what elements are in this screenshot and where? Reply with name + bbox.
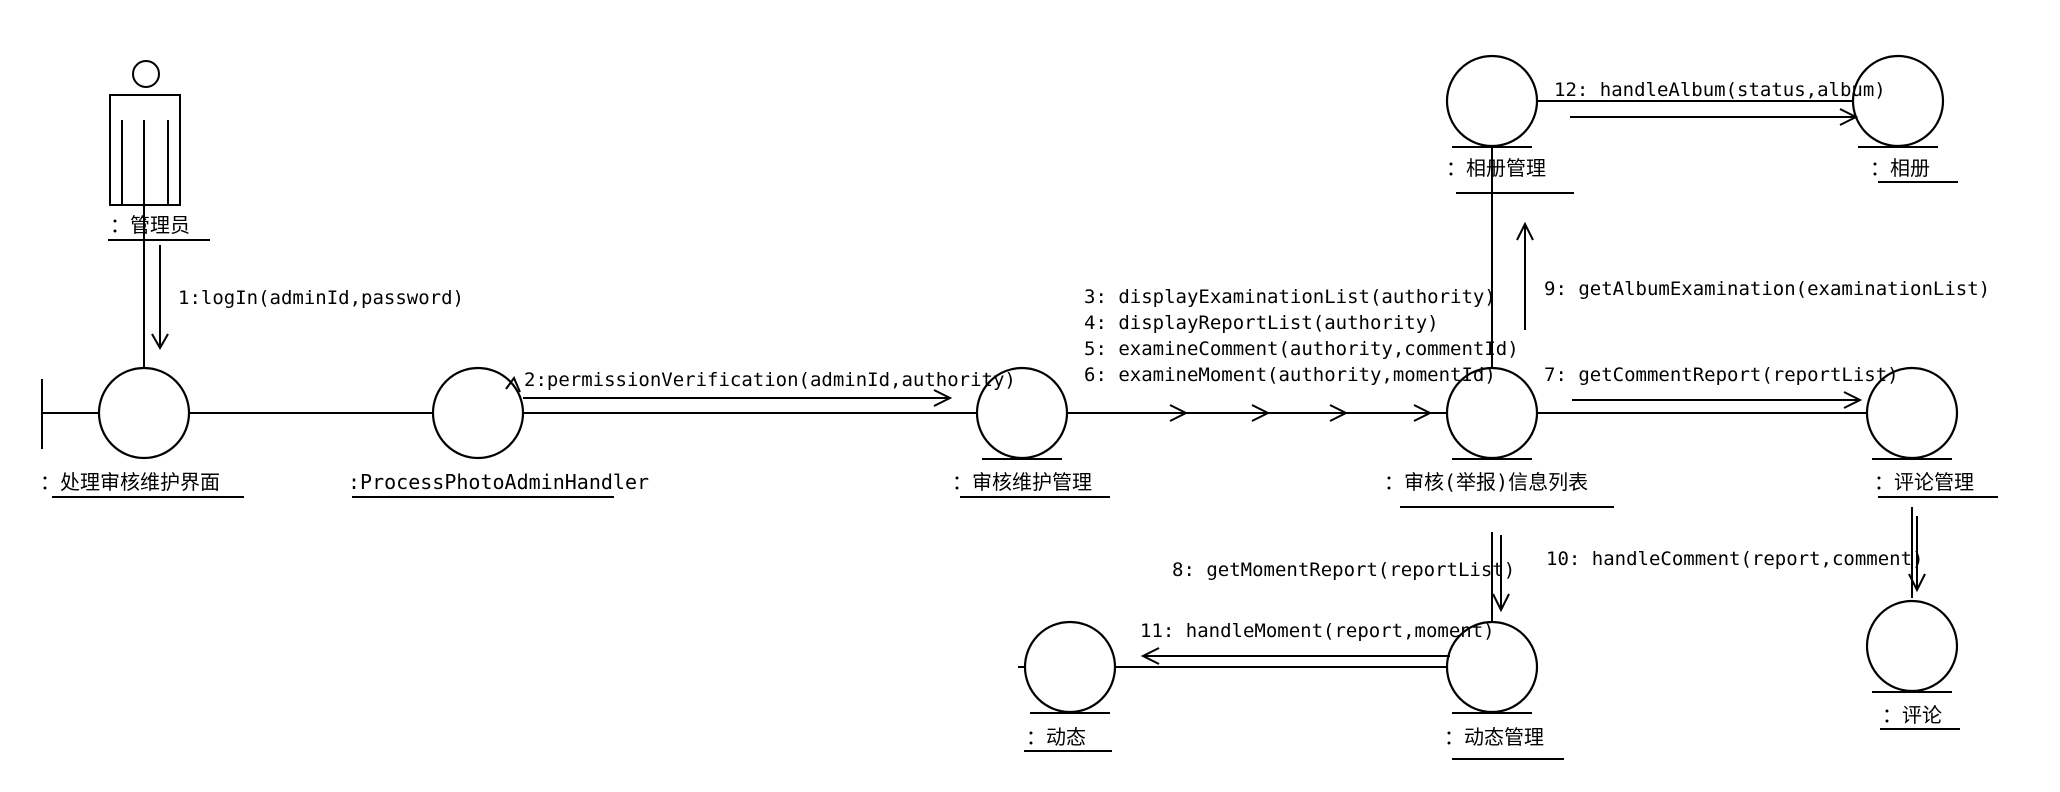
arrowhead-icon [933, 389, 953, 407]
message-arrowhead-5 [1329, 404, 1349, 422]
message-label-5: 5: examineComment(authority,commentId) [1084, 338, 1519, 360]
message-arrowhead-3 [1169, 404, 1189, 422]
album-label: ：相册 [1870, 156, 1930, 180]
message-label-11: 11: handleMoment(report,moment) [1140, 620, 1495, 642]
comment-label: ：评论 [1882, 703, 1942, 727]
message-label-10: 10: handleComment(report,comment) [1546, 548, 1924, 570]
message-label-6: 6: examineMoment(authority,momentId) [1084, 364, 1496, 386]
arrowhead-icon [1839, 108, 1859, 126]
object-audit-mgmt[interactable]: ：审核维护管理 [952, 366, 1110, 498]
control-arrow-icon [505, 375, 521, 393]
handler-label: :ProcessPhotoAdminHandler [348, 470, 649, 494]
album-mgmt-circle-icon [1445, 54, 1539, 148]
album-circle-icon [1851, 54, 1945, 148]
arrowhead-icon [1516, 221, 1534, 241]
arrowhead-icon [1492, 593, 1510, 613]
object-comment[interactable]: ：评论 [1865, 599, 1960, 730]
moment-circle-icon [1023, 620, 1117, 714]
actor-head-icon [132, 60, 160, 88]
message-arrowhead-6 [1413, 404, 1433, 422]
arrowhead-icon [1908, 573, 1926, 593]
message-label-9: 9: getAlbumExamination(examinationList) [1544, 278, 1990, 300]
object-comment-mgmt[interactable]: ：评论管理 [1865, 366, 1998, 498]
object-handler[interactable]: :ProcessPhotoAdminHandler [348, 366, 649, 498]
comment-mgmt-label: ：评论管理 [1874, 470, 1974, 494]
message-label-2: 2:permissionVerification(adminId,authori… [524, 369, 1016, 391]
message-label-4: 4: displayReportList(authority) [1084, 312, 1439, 334]
message-label-12: 12: handleAlbum(status,album) [1554, 79, 1886, 101]
object-album-mgmt[interactable]: ：相册管理 [1445, 54, 1574, 194]
boundary-circle-icon [97, 366, 191, 460]
object-moment[interactable]: ：动态 [1023, 620, 1117, 752]
audit-mgmt-label: ：审核维护管理 [952, 470, 1092, 494]
object-info-list[interactable]: ：审核(举报)信息列表 [1384, 366, 1614, 508]
arrowhead-icon [1843, 391, 1863, 409]
boundary-label: ：处理审核维护界面 [40, 470, 220, 494]
info-list-label: ：审核(举报)信息列表 [1384, 470, 1588, 494]
actor-label: ：管理员 [110, 213, 190, 237]
arrowhead-icon [1140, 647, 1160, 665]
comment-circle-icon [1865, 599, 1959, 693]
arrowhead-icon [151, 333, 169, 351]
moment-label: ：动态 [1026, 725, 1086, 749]
message-arrowhead-4 [1251, 404, 1271, 422]
object-moment-mgmt[interactable]: ：动态管理 [1444, 620, 1564, 760]
moment-mgmt-label: ：动态管理 [1444, 725, 1544, 749]
album-mgmt-label: ：相册管理 [1446, 156, 1546, 180]
message-label-7: 7: getCommentReport(reportList) [1544, 364, 1899, 386]
object-boundary[interactable]: ：处理审核维护界面 [40, 366, 244, 498]
message-label-3: 3: displayExaminationList(authority) [1084, 286, 1496, 308]
actor-admin[interactable]: ：管理员 [108, 60, 210, 241]
message-label-8: 8: getMomentReport(reportList) [1172, 559, 1515, 581]
message-label-1: 1:logIn(adminId,password) [178, 287, 464, 309]
handler-circle-icon [431, 366, 525, 460]
object-album[interactable]: ：相册 [1851, 54, 1958, 183]
